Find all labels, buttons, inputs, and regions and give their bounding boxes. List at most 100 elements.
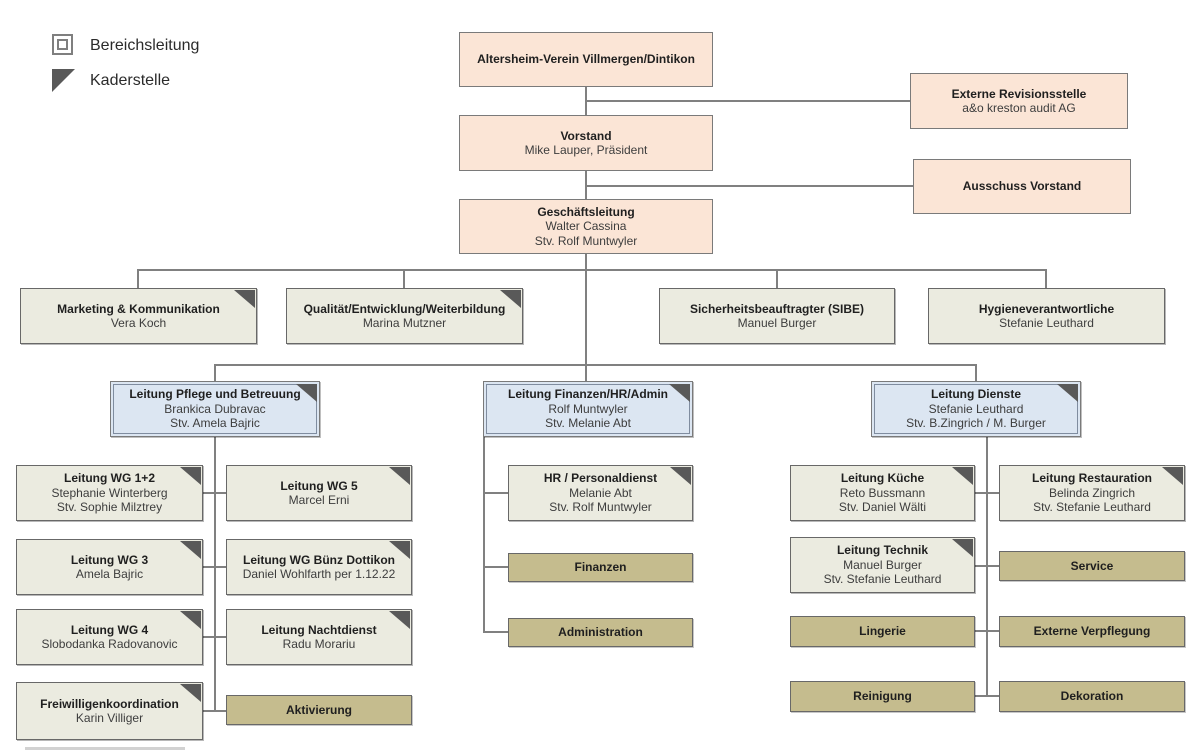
- box-title: Leitung Dienste: [930, 387, 1021, 402]
- box-title: Dekoration: [1060, 689, 1124, 704]
- box-title: Leitung Restauration: [1031, 471, 1152, 486]
- box-title: Leitung WG 5: [280, 478, 358, 493]
- box-person: Mike Lauper, Präsident: [524, 143, 648, 157]
- box-person: Stefanie Leuthard: [999, 316, 1094, 330]
- connector-line: [975, 695, 999, 697]
- connector-line: [137, 269, 1047, 271]
- connector-line: [203, 636, 228, 638]
- org-box-restauration: Leitung Restauration Belinda Zingrich St…: [999, 465, 1185, 521]
- box-person: Belinda Zingrich: [1048, 485, 1136, 500]
- connector-line: [214, 364, 216, 381]
- box-title: Administration: [558, 625, 643, 640]
- kaderstelle-triangle-icon: [296, 384, 317, 402]
- kaderstelle-triangle-icon: [234, 290, 255, 308]
- connector-line: [986, 437, 988, 697]
- box-title: Marketing & Kommunikation: [57, 301, 220, 316]
- box-person: Marina Mutzner: [362, 316, 447, 330]
- box-person: Daniel Wohlfarth per 1.12.22: [242, 567, 396, 581]
- kaderstelle-triangle-icon: [180, 611, 201, 629]
- connector-line: [586, 185, 913, 187]
- box-title: Altersheim-Verein Villmergen/Dintikon: [477, 52, 695, 67]
- box-deputy: Stv. Rolf Muntwyler: [549, 500, 652, 515]
- box-deputy: Stv. Stefanie Leuthard: [823, 572, 942, 587]
- org-box-reinigung: Reinigung: [790, 681, 975, 712]
- org-box-wg12: Leitung WG 1+2 Stephanie Winterberg Stv.…: [16, 465, 203, 521]
- box-person: Slobodanka Radovanovic: [41, 637, 178, 651]
- kaderstelle-triangle-icon: [389, 541, 410, 559]
- org-box-wg5: Leitung WG 5 Marcel Erni: [226, 465, 412, 521]
- box-title: Service: [1070, 558, 1114, 573]
- box-deputy: Stv. Daniel Wälti: [838, 500, 927, 515]
- connector-line: [203, 492, 228, 494]
- box-title: Vorstand: [560, 128, 612, 143]
- box-title: Sicherheitsbeauftragter (SIBE): [689, 301, 865, 316]
- kaderstelle-triangle-icon: [952, 539, 973, 557]
- org-box-pflege: Leitung Pflege und Betreuung Brankica Du…: [110, 381, 320, 437]
- org-box-technik: Leitung Technik Manuel Burger Stv. Stefa…: [790, 537, 975, 593]
- kaderstelle-triangle-icon: [180, 684, 201, 702]
- kaderstelle-triangle-icon: [500, 290, 521, 308]
- box-title: Qualität/Entwicklung/Weiterbildung: [303, 301, 506, 316]
- box-title: Hygieneverantwortliche: [978, 301, 1115, 316]
- box-person: Brankica Dubravac: [164, 401, 266, 416]
- box-title: Leitung WG Bünz Dottikon: [243, 552, 395, 567]
- org-box-nachtdienst: Leitung Nachtdienst Radu Morariu: [226, 609, 412, 665]
- kaderstelle-triangle-icon: [952, 467, 973, 485]
- kaderstelle-triangle-icon: [1057, 384, 1078, 402]
- org-box-service: Service: [999, 551, 1185, 581]
- connector-line: [975, 630, 999, 632]
- connector-line: [203, 566, 228, 568]
- connector-line: [975, 364, 977, 381]
- box-title: Leitung Küche: [840, 471, 925, 486]
- box-title: Leitung Finanzen/HR/Admin: [508, 387, 668, 402]
- box-person: Reto Bussmann: [839, 485, 926, 500]
- org-box-hr-personal: HR / Personaldienst Melanie Abt Stv. Rol…: [508, 465, 693, 521]
- org-box-hygiene: Hygieneverantwortliche Stefanie Leuthard: [928, 288, 1165, 344]
- box-deputy: Stv. Rolf Muntwyler: [534, 233, 638, 248]
- connector-line: [483, 566, 508, 568]
- org-box-geschaeftsleitung: Geschäftsleitung Walter Cassina Stv. Rol…: [459, 199, 713, 254]
- box-person: Rolf Muntwyler: [548, 401, 628, 416]
- box-person: Marcel Erni: [288, 493, 350, 507]
- box-title: Leitung Pflege und Betreuung: [129, 387, 301, 402]
- org-box-finanzen-leitung: Leitung Finanzen/HR/Admin Rolf Muntwyler…: [483, 381, 693, 437]
- connector-line: [203, 710, 228, 712]
- box-title: Leitung Nachtdienst: [261, 622, 377, 637]
- org-box-root: Altersheim-Verein Villmergen/Dintikon: [459, 32, 713, 87]
- legend-label-kaderstelle: Kaderstelle: [90, 72, 171, 89]
- box-person: Vera Koch: [110, 316, 167, 330]
- org-box-finanzen: Finanzen: [508, 553, 693, 582]
- org-box-qualitaet: Qualität/Entwicklung/Weiterbildung Marin…: [286, 288, 523, 344]
- connector-line: [483, 492, 508, 494]
- box-title: Leitung WG 3: [70, 552, 149, 567]
- connector-line: [586, 100, 910, 102]
- box-title: Reinigung: [853, 689, 912, 704]
- connector-line: [214, 364, 977, 366]
- box-deputy: Stv. Sophie Milztrey: [56, 500, 163, 515]
- org-box-freiwilligen: Freiwilligenkoordination Karin Villiger: [16, 682, 203, 740]
- box-title: Leitung WG 4: [70, 622, 149, 637]
- box-deputy: Stv. B.Zingrich / M. Burger: [906, 416, 1046, 431]
- box-person: Manuel Burger: [843, 557, 922, 572]
- box-title: Ausschuss Vorstand: [962, 179, 1082, 194]
- connector-line: [214, 437, 216, 711]
- kaderstelle-triangle-icon: [1162, 467, 1183, 485]
- box-title: Aktivierung: [285, 702, 352, 717]
- box-person: a&o kreston audit AG: [962, 101, 1076, 115]
- box-deputy: Stv. Amela Bajric: [170, 416, 260, 431]
- org-box-wg-buenz: Leitung WG Bünz Dottikon Daniel Wohlfart…: [226, 539, 412, 595]
- org-box-lingerie: Lingerie: [790, 616, 975, 647]
- bereichsleitung-square-icon: [52, 34, 73, 55]
- connector-line: [483, 437, 485, 633]
- kaderstelle-triangle-icon: [389, 467, 410, 485]
- connector-line: [483, 631, 508, 633]
- org-box-externe-revisionsstelle: Externe Revisionsstelle a&o kreston audi…: [910, 73, 1128, 129]
- org-box-wg3: Leitung WG 3 Amela Bajric: [16, 539, 203, 595]
- connector-line: [403, 269, 405, 288]
- box-person: Manuel Burger: [737, 316, 817, 330]
- box-person: Stefanie Leuthard: [928, 401, 1024, 416]
- connector-line: [1045, 269, 1047, 288]
- box-title: Finanzen: [574, 560, 627, 575]
- box-person: Amela Bajric: [75, 567, 144, 581]
